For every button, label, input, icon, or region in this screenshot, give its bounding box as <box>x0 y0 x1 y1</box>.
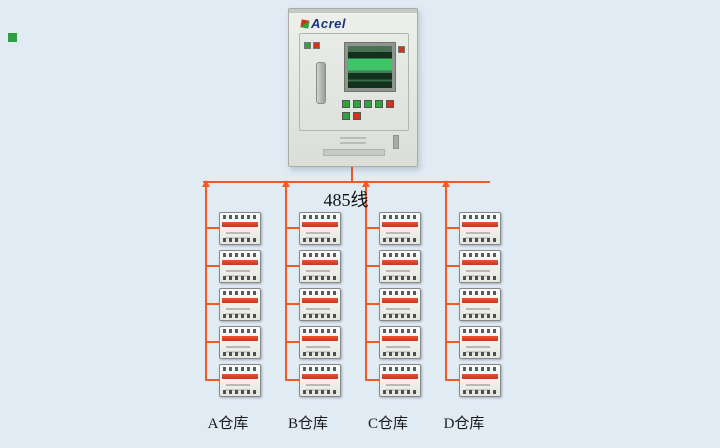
screen-content <box>348 46 392 88</box>
warehouse-label-c: C仓库 <box>367 416 409 432</box>
cabinet-handle <box>393 135 399 149</box>
cabinet-bus-line <box>351 165 353 182</box>
bus-label: 485线 <box>323 190 369 210</box>
meter-module <box>299 364 341 397</box>
green-marker <box>8 33 17 42</box>
panel-button-red <box>386 100 394 108</box>
status-led-red <box>313 42 320 49</box>
cabinet-nameplate <box>323 149 385 156</box>
device-connector-line <box>205 265 219 267</box>
arrow-up-icon <box>202 180 210 187</box>
meter-module <box>459 364 501 397</box>
arrow-up-icon <box>362 180 370 187</box>
device-connector-line <box>445 227 459 229</box>
panel-button-row <box>342 100 394 108</box>
panel-button-red <box>353 112 361 120</box>
bus-branch-line <box>445 182 447 381</box>
acrel-logo: Acrel <box>300 16 347 31</box>
bus-branch-line <box>365 182 367 381</box>
device-connector-line <box>205 379 219 381</box>
status-led-green <box>304 42 311 49</box>
meter-module <box>459 212 501 245</box>
panel-button-green <box>342 112 350 120</box>
panel-button-green <box>342 100 350 108</box>
device-connector-line <box>365 227 379 229</box>
warehouse-label-d: D仓库 <box>443 416 485 432</box>
meter-module <box>219 250 261 283</box>
device-connector-line <box>365 379 379 381</box>
meter-module <box>219 326 261 359</box>
device-connector-line <box>285 265 299 267</box>
panel-button-green <box>364 100 372 108</box>
device-connector-line <box>445 265 459 267</box>
meter-module <box>379 364 421 397</box>
cabinet-vent <box>340 142 366 144</box>
panel-button-green <box>353 100 361 108</box>
meter-module <box>379 212 421 245</box>
alarm-led-red <box>398 46 405 53</box>
meter-module <box>299 212 341 245</box>
meter-module <box>299 288 341 321</box>
cabinet-screen <box>344 42 396 92</box>
meter-module <box>219 288 261 321</box>
warehouse-label-b: B仓库 <box>287 416 329 432</box>
device-connector-line <box>445 303 459 305</box>
panel-button-row <box>342 112 361 120</box>
device-connector-line <box>445 341 459 343</box>
meter-module <box>379 250 421 283</box>
device-connector-line <box>285 303 299 305</box>
panel-button-green <box>375 100 383 108</box>
arrow-up-icon <box>282 180 290 187</box>
device-connector-line <box>285 341 299 343</box>
arrow-up-icon <box>442 180 450 187</box>
meter-module <box>299 326 341 359</box>
device-connector-line <box>205 303 219 305</box>
meter-module <box>379 326 421 359</box>
device-connector-line <box>205 227 219 229</box>
meter-module <box>459 250 501 283</box>
meter-module <box>299 250 341 283</box>
device-connector-line <box>365 265 379 267</box>
acrel-logo-icon <box>300 19 310 29</box>
bus-branch-line <box>205 182 207 381</box>
device-connector-line <box>445 379 459 381</box>
meter-module <box>219 364 261 397</box>
cabinet-front-panel <box>299 33 409 131</box>
meter-module <box>379 288 421 321</box>
meter-module <box>459 288 501 321</box>
device-connector-line <box>285 227 299 229</box>
warehouse-label-a: A仓库 <box>207 416 249 432</box>
cabinet-indicator-slot <box>316 62 326 104</box>
device-connector-line <box>365 341 379 343</box>
meter-module <box>459 326 501 359</box>
cabinet-top-edge <box>289 9 417 13</box>
bus-branch-line <box>285 182 287 381</box>
meter-module <box>219 212 261 245</box>
device-connector-line <box>365 303 379 305</box>
device-connector-line <box>205 341 219 343</box>
control-cabinet: Acrel <box>288 8 418 167</box>
device-connector-line <box>285 379 299 381</box>
rs485-bus-line <box>203 181 490 183</box>
cabinet-vent <box>340 137 366 139</box>
acrel-logo-text: Acrel <box>311 16 347 31</box>
